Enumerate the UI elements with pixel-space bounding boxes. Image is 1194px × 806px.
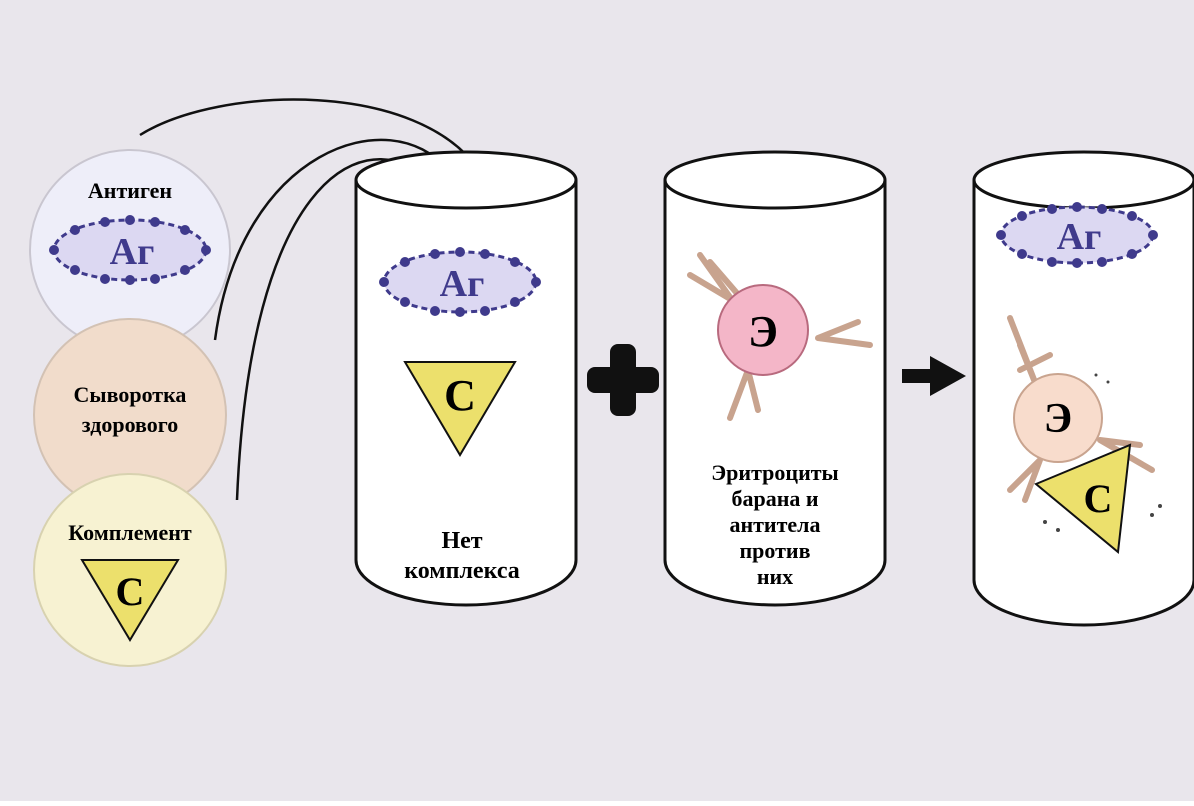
antigen-label: Антиген [88,178,173,203]
tube-3: Аг Э С [974,152,1194,625]
reagent-complement: Комплемент С [34,474,226,666]
tube1-caption-line2: комплекса [404,558,520,584]
serum-label-line2: здорового [82,412,178,437]
tube2-caption-line4: против [740,538,811,563]
tube-2: Э Эритроциты барана и антитела против ни… [665,152,885,605]
tube2-caption-line1: Эритроциты [711,460,838,485]
complement-label: Комплемент [68,520,192,545]
tube2-caption-line2: барана и [731,486,818,511]
tube-1: Аг С Нет комплекса [356,152,576,605]
antigen-symbol: Аг [110,231,155,273]
tube1-complement-symbol: С [444,371,476,420]
tube3-antigen-particle: Аг [996,202,1158,268]
tube2-caption-line5: них [757,564,793,589]
tube3-complement-symbol: С [1084,476,1113,521]
tube1-antigen-particle: Аг [379,247,541,317]
serum-label-line1: Сыворотка [74,382,187,407]
tube3-antigen-symbol: Аг [1057,216,1102,258]
complement-symbol: С [116,569,145,614]
tube1-caption-line1: Нет [441,528,482,554]
tube2-caption-line3: антитела [729,512,820,537]
tube1-antigen-symbol: Аг [440,263,485,305]
tube2-erythrocyte-symbol: Э [748,307,778,356]
antigen-particle: Аг [49,215,211,285]
tube3-erythrocyte-symbol: Э [1044,396,1073,442]
